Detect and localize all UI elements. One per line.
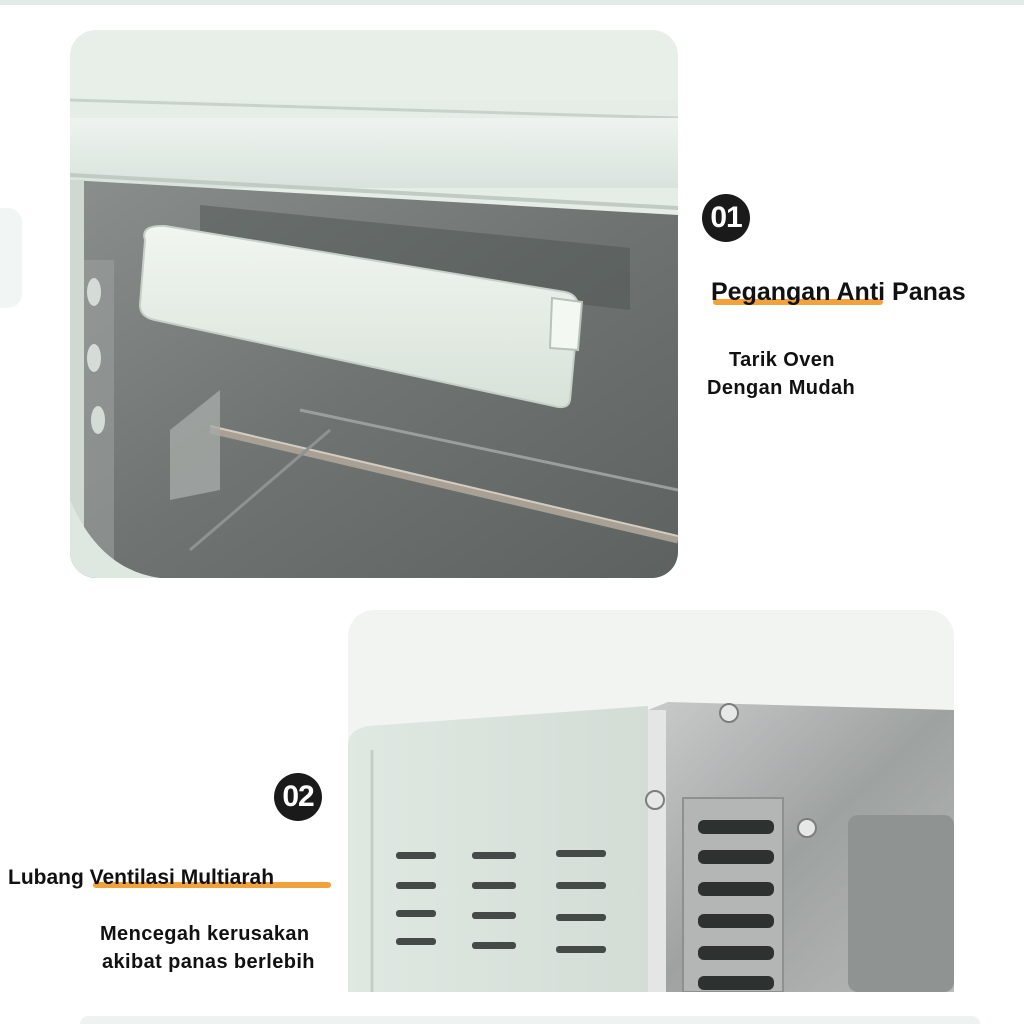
feature-title-1: Pegangan Anti Panas bbox=[711, 278, 966, 307]
feature-number-badge-02: 02 bbox=[274, 773, 322, 821]
edge-decoration bbox=[0, 208, 22, 308]
feature-description-2-line1: Mencegah kerusakan bbox=[100, 923, 310, 945]
feature-description-2-line2: akibat panas berlebih bbox=[102, 951, 315, 973]
feature-title-2-text: Lubang Ventilasi Multiarah bbox=[8, 866, 275, 889]
oven-vents-photo bbox=[348, 610, 954, 992]
feature-number-badge-01: 01 bbox=[702, 194, 750, 242]
feature-description-1-line1: Tarik Oven bbox=[729, 349, 835, 371]
title-underline bbox=[713, 299, 883, 305]
feature-title-2: Lubang Ventilasi Multiarah bbox=[8, 866, 331, 890]
feature-description-1-line2: Dengan Mudah bbox=[707, 377, 856, 399]
feature-title-1-text: Pegangan Anti Panas bbox=[711, 278, 966, 306]
top-divider bbox=[0, 0, 1024, 5]
oven-handle-photo bbox=[70, 30, 678, 578]
next-section-edge bbox=[80, 1016, 980, 1024]
title-underline bbox=[93, 882, 331, 888]
